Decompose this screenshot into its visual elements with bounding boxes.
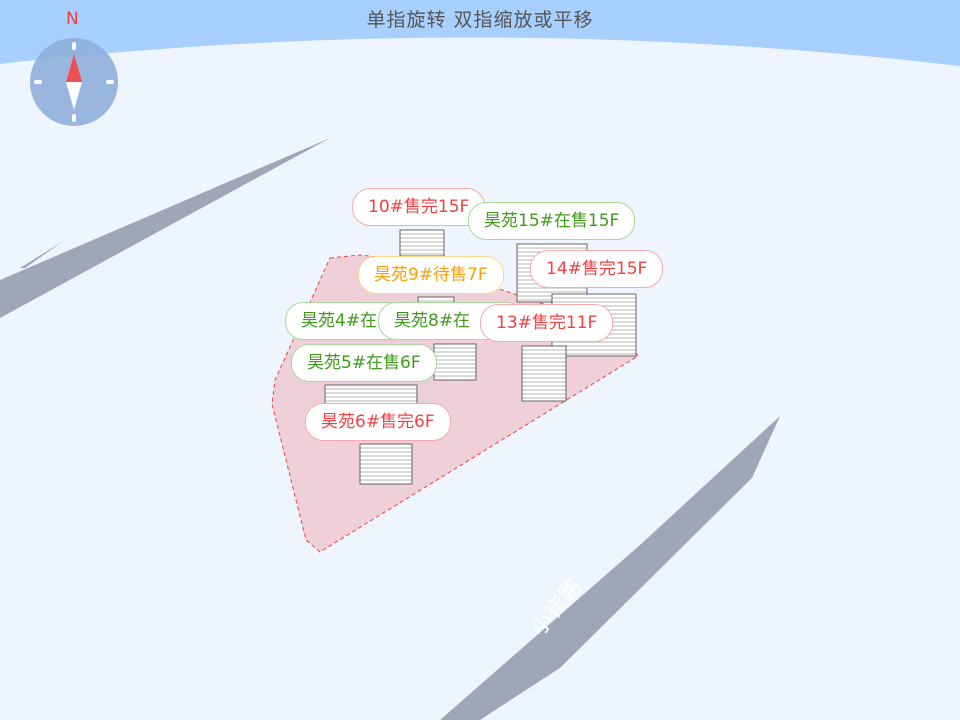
road-xiaocui — [440, 416, 780, 720]
building-tag-9[interactable]: 昊苑9#待售7F — [358, 256, 504, 294]
road-branch — [20, 240, 65, 268]
building-tag-10[interactable]: 10#售完15F — [352, 188, 486, 226]
building-tag-6[interactable]: 昊苑6#售完6F — [305, 403, 451, 441]
building-tag-14[interactable]: 14#售完15F — [530, 250, 664, 288]
building-tag-13[interactable]: 13#售完11F — [480, 304, 614, 342]
building-block[interactable] — [433, 343, 477, 381]
building-tag-15[interactable]: 昊苑15#在售15F — [468, 202, 636, 240]
north-label: N — [66, 9, 79, 29]
gesture-hint: 单指旋转 双指缩放或平移 — [366, 9, 594, 31]
sky-band — [0, 0, 960, 66]
building-block[interactable] — [324, 384, 418, 406]
compass-needle-icon — [34, 42, 114, 122]
building-block[interactable] — [399, 229, 445, 257]
compass[interactable] — [30, 38, 118, 126]
building-tag-8[interactable]: 昊苑8#在 — [378, 302, 525, 340]
road-upper — [0, 138, 330, 318]
building-block[interactable] — [521, 345, 567, 402]
building-tag-5[interactable]: 昊苑5#在售6F — [291, 344, 437, 382]
